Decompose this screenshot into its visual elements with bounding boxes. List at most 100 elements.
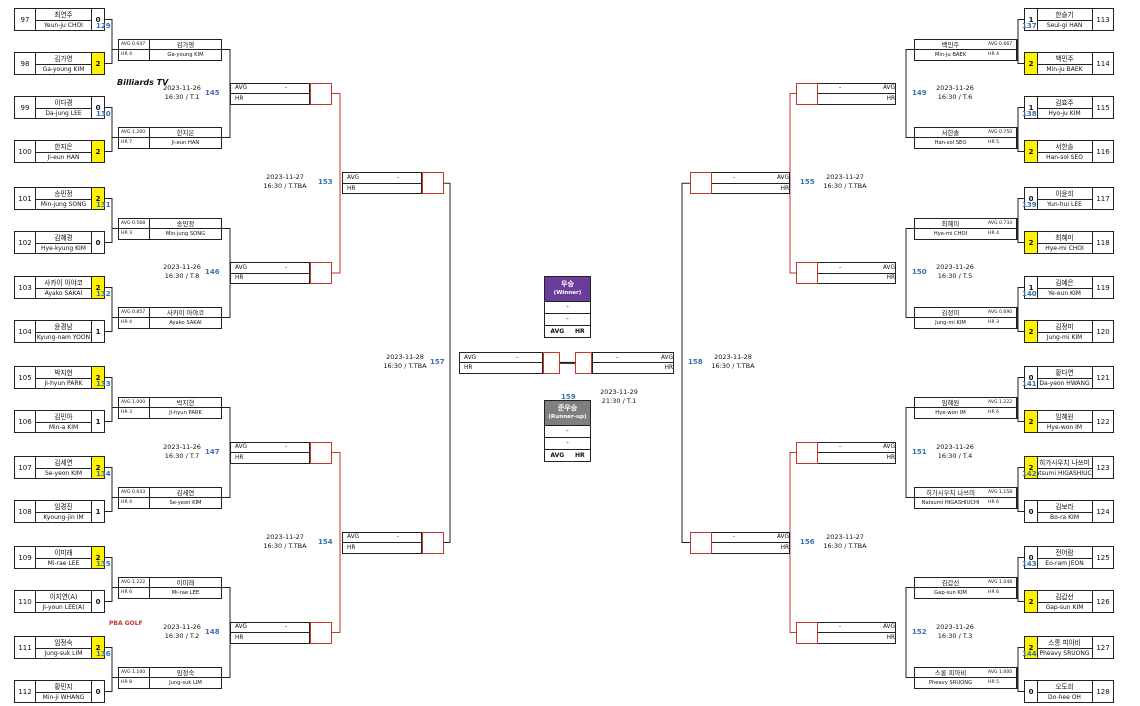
rbox-avg-row: AVG- xyxy=(231,84,309,94)
result-avg: AVG 0.857 xyxy=(121,309,146,315)
result-winner-english: Jung-suk LIM xyxy=(150,677,221,688)
player-name-english: Ji-youn LEE(A) xyxy=(42,604,85,612)
rbox-avg-row: AVG- xyxy=(231,263,309,273)
avg-label: AVG xyxy=(235,624,248,631)
rbox-avg-row: -AVG xyxy=(817,263,895,273)
result-avg: AVG 1.222 xyxy=(121,579,146,585)
match-date: 2023-11-28 xyxy=(714,352,752,361)
player-score: 2 xyxy=(1024,52,1038,75)
seed-number: 128 xyxy=(1092,680,1114,703)
player-score: 0 xyxy=(1024,546,1038,569)
result-avg: AVG 0.667 xyxy=(988,41,1013,47)
hr-label: HR xyxy=(886,275,895,282)
rbox-avg-row: AVG- xyxy=(231,623,309,633)
bracket-connector xyxy=(105,377,113,422)
avg-label: AVG xyxy=(776,534,789,541)
hr-label: HR xyxy=(886,634,895,641)
bracket-slot xyxy=(543,351,560,374)
result-hr: HR 3 xyxy=(119,407,149,418)
bracket-connector xyxy=(1017,467,1024,512)
result-winner-english: Min-ju BAEK xyxy=(915,49,986,60)
billiards-tv-logo: Billiards TV xyxy=(117,78,169,87)
result-winner-korean: 김세연 xyxy=(176,488,195,497)
result-hr: HR 6 xyxy=(986,407,1016,418)
match-number: 140 xyxy=(1022,289,1037,298)
seed-number: 99 xyxy=(14,96,36,119)
player-name-korean: 임혜원 xyxy=(1037,411,1092,423)
player-score: 0 xyxy=(91,96,105,119)
player-name-english: Han-sol SEO xyxy=(1046,154,1083,162)
player-name-english: Hyo-ju KIM xyxy=(1048,110,1081,118)
player-score: 2 xyxy=(91,140,105,163)
bracket-slot xyxy=(796,262,818,284)
result-winner-english: Mi-rae LEE xyxy=(150,587,221,598)
match-number: 129 xyxy=(96,21,111,30)
player-score: 1 xyxy=(1024,96,1038,119)
result-avg: AVG 0.643 xyxy=(121,489,146,495)
bracket-slot xyxy=(422,531,444,554)
result-winner-korean: 서한솔 xyxy=(941,128,960,137)
bracket-connector xyxy=(789,93,796,274)
match-time: 16:30 / T.7 xyxy=(164,451,200,460)
seed-number: 119 xyxy=(1092,276,1114,299)
match-date: 2023-11-26 xyxy=(163,622,201,631)
result-avg: AVG 1.222 xyxy=(988,399,1013,405)
player-name-korean: 히가시우치 나쓰미 xyxy=(1037,457,1092,469)
bracket-connector xyxy=(905,407,914,498)
match-number: 145 xyxy=(205,88,220,97)
player-score: 0 xyxy=(91,680,105,703)
match-time: 21:30 / T.1 xyxy=(601,396,637,405)
bracket-slot xyxy=(310,82,332,105)
result-winner-korean: 임혜원 xyxy=(941,398,960,407)
avg-label: AVG xyxy=(882,85,895,92)
seed-number: 105 xyxy=(14,366,36,389)
player-name-english: Bo-ra KIM xyxy=(1050,514,1079,522)
winner-box-title: 우승 xyxy=(561,280,574,288)
winner-box-subtitle: (Winner) xyxy=(553,290,582,296)
seed-number: 106 xyxy=(14,410,36,433)
avg-label: AVG xyxy=(882,624,895,631)
result-winner-english: Hye-won IM xyxy=(915,407,986,418)
bracket-connector xyxy=(332,452,341,633)
result-hr: HR 5 xyxy=(986,137,1016,148)
match-date: 2023-11-26 xyxy=(163,83,201,92)
bracket-slot xyxy=(796,441,818,464)
player-score: 2 xyxy=(91,276,105,299)
score-placeholder: - xyxy=(615,354,619,361)
seed-number: 115 xyxy=(1092,96,1114,119)
seed-number: 111 xyxy=(14,636,36,659)
player-name-english: Se-yeon KIM xyxy=(44,470,83,478)
player-name-english: Ga-young KIM xyxy=(42,66,85,74)
hr-label: HR xyxy=(347,544,356,551)
bracket-slot xyxy=(796,82,818,105)
rbox-hr-row: HR xyxy=(817,272,895,284)
result-avg: AVG 1.100 xyxy=(121,669,146,675)
hr-label: HR xyxy=(235,634,244,641)
rbox-hr-row: HR xyxy=(817,632,895,643)
rbox-avg-row: -AVG xyxy=(711,533,789,543)
result-winner-english: Hye-mi CHOI xyxy=(915,228,986,239)
player-name-korean: 한슬기 xyxy=(1037,9,1092,21)
winner-box-header: 우승 (Winner) xyxy=(545,277,590,301)
